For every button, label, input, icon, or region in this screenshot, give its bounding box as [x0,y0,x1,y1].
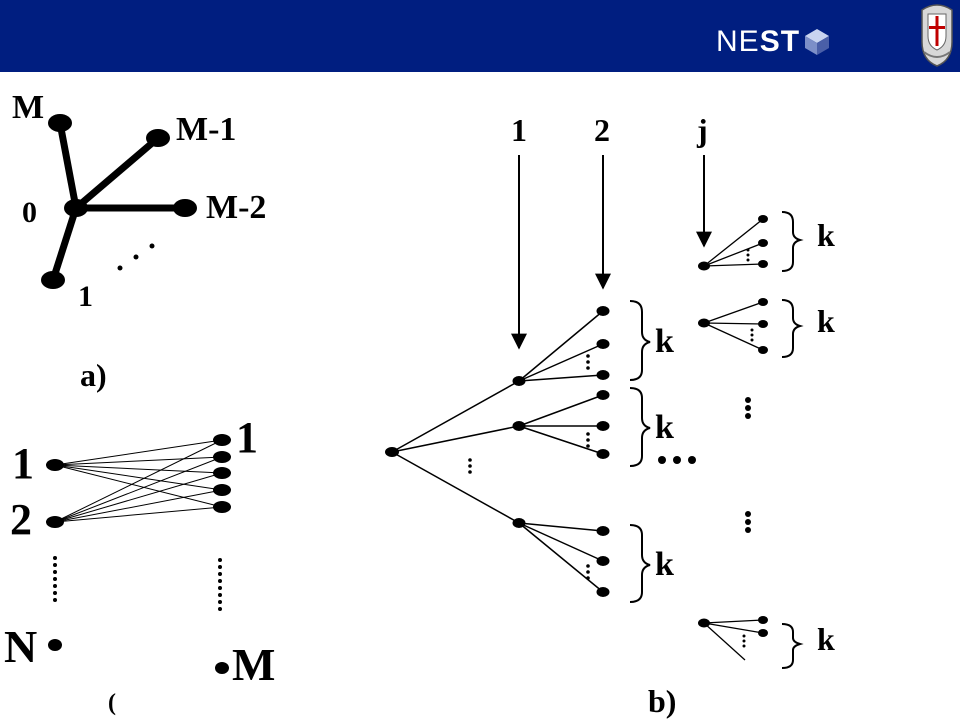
group-label-k: k [655,323,674,360]
brace-group-j2 [781,299,804,358]
node-M-1 [146,129,170,147]
label-M-2: M-2 [206,189,266,226]
brace-group-j3 [781,623,804,669]
label-center: 0 [22,196,37,229]
label-M: M [12,89,44,126]
brace-group-2 [629,387,651,467]
header-bar: NEST [0,0,960,72]
group-label-k: k [817,621,835,657]
level-label-j: j [696,112,708,148]
group-label-k: k [817,303,835,339]
node-1 [41,271,65,289]
node-M [48,114,72,132]
logo-wordmark: NEST [716,25,801,58]
left-label-2: 2 [10,495,32,544]
left-node-1 [46,459,64,471]
brace-group-3 [629,524,651,603]
nest-logo: NEST [716,24,832,60]
right-label-1: 1 [236,413,258,462]
label-1: 1 [78,280,93,313]
brace-group-j1 [781,211,804,272]
label-M-1: M-1 [176,111,236,148]
caption-b: b) [648,683,676,719]
network-diagram: M M-1 M-2 0 1 a) [4,89,835,719]
cube-icon [805,29,830,55]
level-label-1: 1 [511,112,527,148]
left-label-N: N [4,621,37,672]
left-node-N [48,639,62,651]
node-M-2 [173,199,197,217]
right-node-1 [213,434,231,446]
edge-0-1 [49,206,80,282]
level-label-2: 2 [594,112,610,148]
group-label-k: k [655,409,674,446]
crest-icon [921,4,953,67]
edge-0-M-1 [73,135,161,211]
panel-b-tree: 1 2 j [385,112,835,719]
node-center [64,199,88,217]
right-node-M [215,662,229,674]
edge-0-M [56,122,80,209]
panel-a-star: M M-1 M-2 0 1 a) [12,89,266,393]
group-label-k: k [655,546,674,583]
right-label-M: M [232,639,275,690]
logo-text: NEST [716,24,800,60]
left-label-1: 1 [12,439,34,488]
left-node-2 [46,516,64,528]
caption-a: a) [80,357,107,393]
caption-c-fragment: ( [108,690,116,716]
panel-c-bipartite: 1 2 N 1 M ( [4,413,275,716]
brace-group-1 [629,300,651,381]
group-label-k: k [817,217,835,253]
root-node [385,447,399,457]
